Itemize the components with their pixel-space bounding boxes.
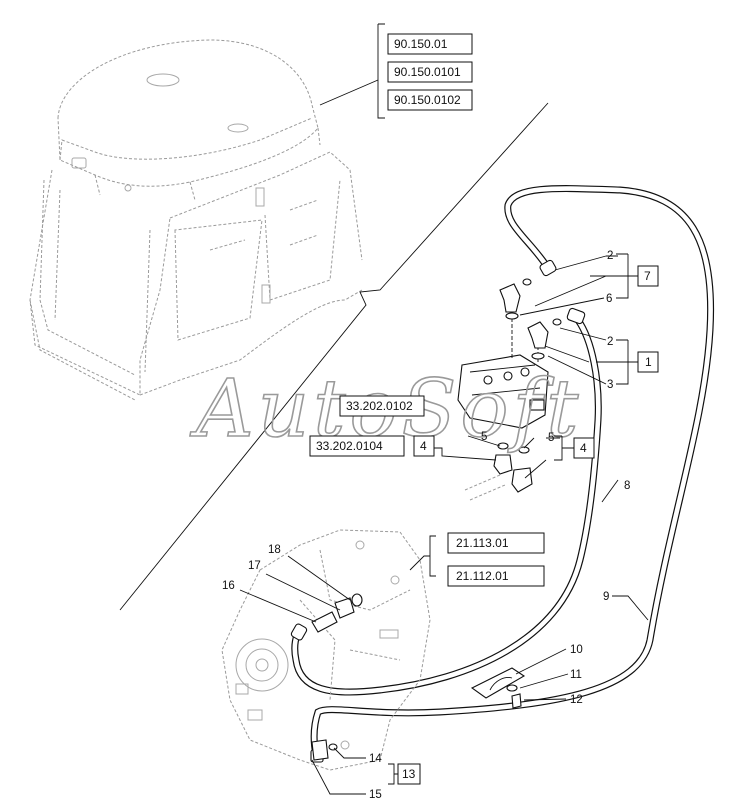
callout-15: 15 bbox=[369, 789, 382, 801]
transmission-ref-group: 21.113.01 21.112.01 bbox=[447, 532, 545, 587]
callout-14: 14 bbox=[369, 753, 382, 765]
callout-5-left: 5 bbox=[481, 431, 487, 443]
callout-6: 6 bbox=[606, 293, 612, 305]
transmission-ref-2[interactable]: 21.112.01 bbox=[456, 569, 509, 583]
callout-10: 10 bbox=[570, 644, 583, 656]
separator-line bbox=[119, 102, 549, 611]
kit-4-left[interactable]: 4 bbox=[420, 439, 427, 453]
callout-3: 3 bbox=[607, 379, 613, 391]
callout-9: 9 bbox=[603, 591, 609, 603]
callout-12: 12 bbox=[570, 694, 583, 706]
callout-labels: 2 6 2 3 5 5 8 9 10 11 12 14 15 16 17 18 bbox=[222, 250, 630, 801]
cab-ref-group: 90.150.01 90.150.0101 90.150.0102 bbox=[319, 23, 473, 119]
cab-ref-2[interactable]: 90.150.0101 bbox=[394, 65, 461, 79]
callout-2-lower: 2 bbox=[607, 336, 613, 348]
valve-ref-1[interactable]: 33.202.0102 bbox=[346, 399, 413, 413]
hose-9 bbox=[291, 316, 602, 696]
callout-8: 8 bbox=[624, 480, 630, 492]
hose-clamp bbox=[470, 667, 526, 709]
control-valve bbox=[457, 300, 549, 429]
valve-lower-adapters bbox=[464, 442, 533, 501]
kit-4-right[interactable]: 4 bbox=[580, 441, 587, 455]
callout-16: 16 bbox=[222, 580, 235, 592]
valve-elbow-fittings bbox=[499, 278, 562, 360]
kit-13[interactable]: 13 bbox=[402, 767, 416, 781]
transmission-ref-1[interactable]: 21.113.01 bbox=[456, 536, 509, 550]
callout-11: 11 bbox=[570, 669, 582, 681]
callout-2-upper: 2 bbox=[607, 250, 613, 262]
valve-ref-group: 33.202.0102 33.202.0104 4 bbox=[309, 395, 435, 457]
callout-5-right: 5 bbox=[548, 432, 554, 444]
kit-7[interactable]: 7 bbox=[644, 269, 651, 283]
callout-17: 17 bbox=[248, 560, 261, 572]
cab-ref-1[interactable]: 90.150.01 bbox=[394, 37, 448, 51]
leader-lines bbox=[239, 253, 649, 795]
kit-1[interactable]: 1 bbox=[645, 355, 652, 369]
valve-ref-2[interactable]: 33.202.0104 bbox=[316, 439, 383, 453]
kit-boxes: 7 1 4 13 bbox=[397, 265, 659, 785]
cab-outline bbox=[29, 39, 363, 401]
callout-18: 18 bbox=[268, 544, 281, 556]
transmission-fittings bbox=[311, 593, 363, 761]
hose-8 bbox=[310, 185, 715, 759]
cab-ref-3[interactable]: 90.150.0102 bbox=[394, 93, 461, 107]
